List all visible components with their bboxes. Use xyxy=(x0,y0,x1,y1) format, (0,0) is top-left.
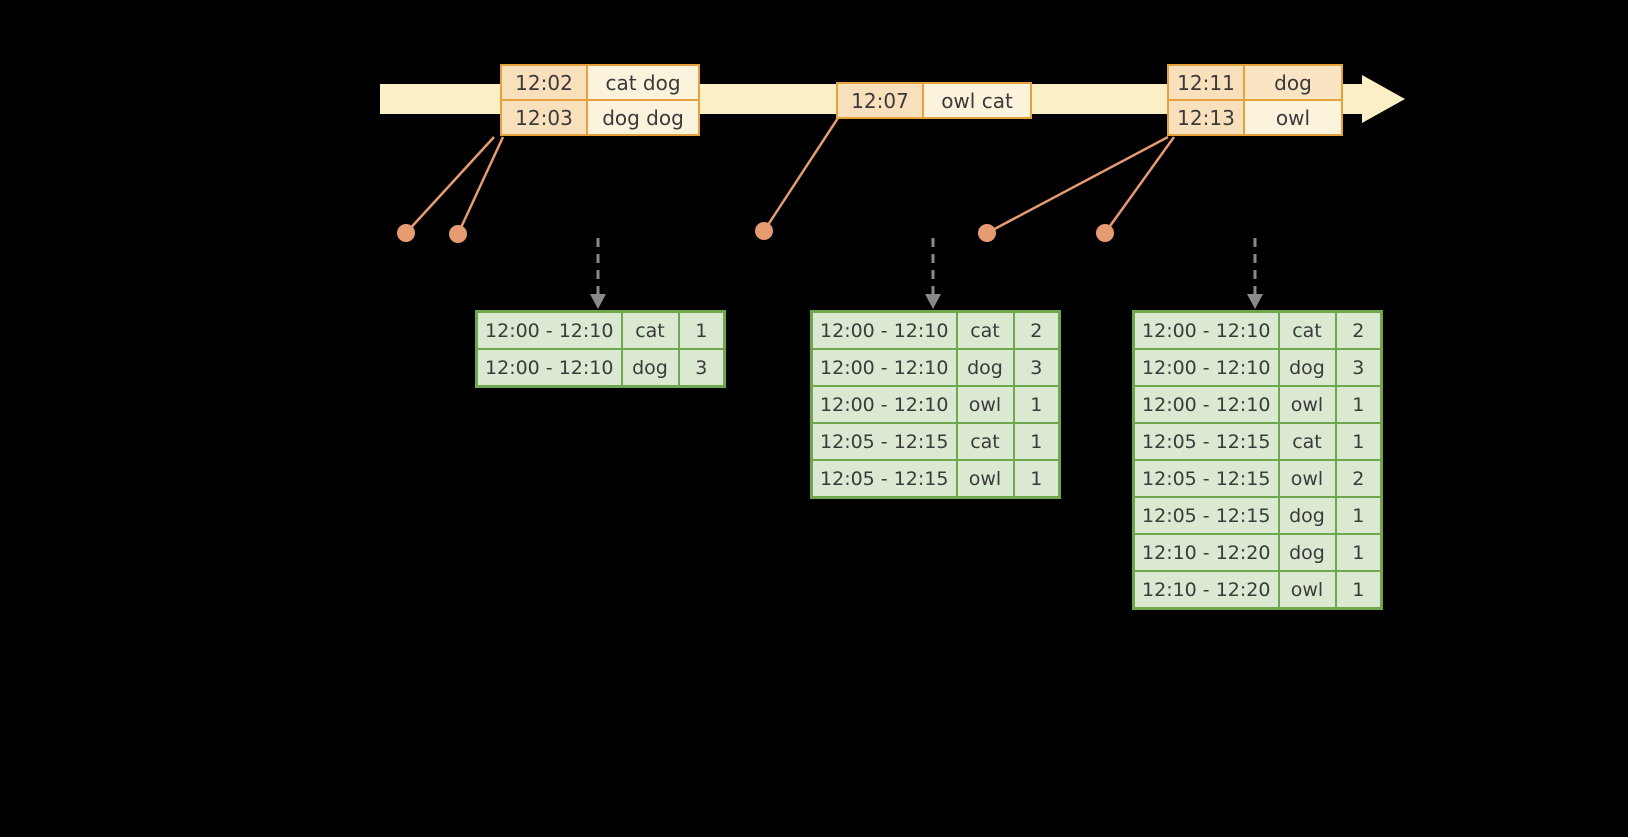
event-dot xyxy=(449,225,467,243)
event-time: 12:13 xyxy=(1167,99,1245,136)
event-words: owl cat xyxy=(922,82,1032,119)
connector-line xyxy=(986,135,1169,235)
result-word: cat xyxy=(955,310,1015,350)
event-row: 12:07 owl cat xyxy=(836,82,1032,119)
result-row: 12:00 - 12:10 dog 3 xyxy=(1132,348,1383,387)
result-word: cat xyxy=(955,422,1015,461)
result-row: 12:00 - 12:10 cat 2 xyxy=(810,310,1061,350)
result-window: 12:00 - 12:10 xyxy=(475,310,623,350)
event-time: 12:03 xyxy=(500,99,588,136)
result-row: 12:05 - 12:15 owl 1 xyxy=(810,459,1061,499)
result-word: cat xyxy=(1277,310,1337,350)
trigger-arrow-icon xyxy=(925,238,941,309)
result-count: 3 xyxy=(677,348,726,388)
result-count: 1 xyxy=(1012,422,1061,461)
event-table-2: 12:07 owl cat xyxy=(836,82,1032,119)
event-time: 12:11 xyxy=(1167,64,1245,101)
event-time: 12:02 xyxy=(500,64,588,101)
result-window: 12:05 - 12:15 xyxy=(1132,496,1280,535)
result-window: 12:00 - 12:10 xyxy=(1132,348,1280,387)
result-word: owl xyxy=(955,385,1015,424)
result-word: dog xyxy=(955,348,1015,387)
event-row: 12:02 cat dog xyxy=(500,64,700,101)
result-count: 1 xyxy=(677,310,726,350)
result-count: 1 xyxy=(1334,570,1383,610)
result-window: 12:00 - 12:10 xyxy=(1132,385,1280,424)
result-count: 1 xyxy=(1012,459,1061,499)
result-count: 3 xyxy=(1334,348,1383,387)
result-row: 12:00 - 12:10 owl 1 xyxy=(810,385,1061,424)
result-table-2: 12:00 - 12:10 cat 2 12:00 - 12:10 dog 3 … xyxy=(810,310,1061,499)
result-count: 3 xyxy=(1012,348,1061,387)
result-word: dog xyxy=(1277,533,1337,572)
result-row: 12:00 - 12:10 owl 1 xyxy=(1132,385,1383,424)
event-dot xyxy=(397,224,415,242)
result-table-1: 12:00 - 12:10 cat 1 12:00 - 12:10 dog 3 xyxy=(475,310,726,388)
event-words: dog xyxy=(1243,64,1343,101)
result-count: 2 xyxy=(1012,310,1061,350)
timeline-arrowhead-icon xyxy=(1362,75,1405,123)
event-dot xyxy=(755,222,773,240)
result-word: owl xyxy=(955,459,1015,499)
event-dot xyxy=(1096,224,1114,242)
result-count: 1 xyxy=(1334,385,1383,424)
result-window: 12:00 - 12:10 xyxy=(475,348,623,388)
event-row: 12:13 owl xyxy=(1167,99,1343,136)
result-word: dog xyxy=(1277,496,1337,535)
result-count: 1 xyxy=(1334,533,1383,572)
trigger-arrow-icon xyxy=(590,238,606,309)
result-window: 12:00 - 12:10 xyxy=(810,348,958,387)
result-count: 1 xyxy=(1334,422,1383,461)
connector-line xyxy=(762,117,840,232)
result-window: 12:10 - 12:20 xyxy=(1132,570,1280,610)
event-table-3: 12:11 dog 12:13 owl xyxy=(1167,64,1343,136)
result-row: 12:05 - 12:15 cat 1 xyxy=(1132,422,1383,461)
result-table-3: 12:00 - 12:10 cat 2 12:00 - 12:10 dog 3 … xyxy=(1132,310,1383,610)
result-window: 12:00 - 12:10 xyxy=(810,310,958,350)
result-row: 12:05 - 12:15 owl 2 xyxy=(1132,459,1383,498)
event-row: 12:11 dog xyxy=(1167,64,1343,101)
result-word: cat xyxy=(620,310,680,350)
result-word: owl xyxy=(1277,385,1337,424)
trigger-arrow-icon xyxy=(1247,238,1263,309)
result-row: 12:10 - 12:20 owl 1 xyxy=(1132,570,1383,610)
result-word: dog xyxy=(620,348,680,388)
event-words: cat dog xyxy=(586,64,700,101)
result-window: 12:05 - 12:15 xyxy=(1132,459,1280,498)
result-row: 12:05 - 12:15 dog 1 xyxy=(1132,496,1383,535)
result-window: 12:05 - 12:15 xyxy=(810,459,958,499)
result-window: 12:05 - 12:15 xyxy=(1132,422,1280,461)
result-window: 12:00 - 12:10 xyxy=(1132,310,1280,350)
connector-line xyxy=(1103,136,1176,234)
result-count: 2 xyxy=(1334,459,1383,498)
result-row: 12:00 - 12:10 dog 3 xyxy=(810,348,1061,387)
result-row: 12:00 - 12:10 dog 3 xyxy=(475,348,726,388)
event-row: 12:03 dog dog xyxy=(500,99,700,136)
connector-line xyxy=(456,136,505,235)
result-window: 12:10 - 12:20 xyxy=(1132,533,1280,572)
result-count: 1 xyxy=(1012,385,1061,424)
result-row: 12:00 - 12:10 cat 1 xyxy=(475,310,726,350)
event-time: 12:07 xyxy=(836,82,924,119)
result-row: 12:05 - 12:15 cat 1 xyxy=(810,422,1061,461)
event-table-1: 12:02 cat dog 12:03 dog dog xyxy=(500,64,700,136)
result-count: 2 xyxy=(1334,310,1383,350)
result-row: 12:00 - 12:10 cat 2 xyxy=(1132,310,1383,350)
result-word: owl xyxy=(1277,570,1337,610)
result-window: 12:00 - 12:10 xyxy=(810,385,958,424)
result-row: 12:10 - 12:20 dog 1 xyxy=(1132,533,1383,572)
event-words: dog dog xyxy=(586,99,700,136)
connector-line xyxy=(405,136,495,234)
event-words: owl xyxy=(1243,99,1343,136)
result-window: 12:05 - 12:15 xyxy=(810,422,958,461)
result-count: 1 xyxy=(1334,496,1383,535)
result-word: dog xyxy=(1277,348,1337,387)
result-word: owl xyxy=(1277,459,1337,498)
event-dot xyxy=(978,224,996,242)
result-word: cat xyxy=(1277,422,1337,461)
